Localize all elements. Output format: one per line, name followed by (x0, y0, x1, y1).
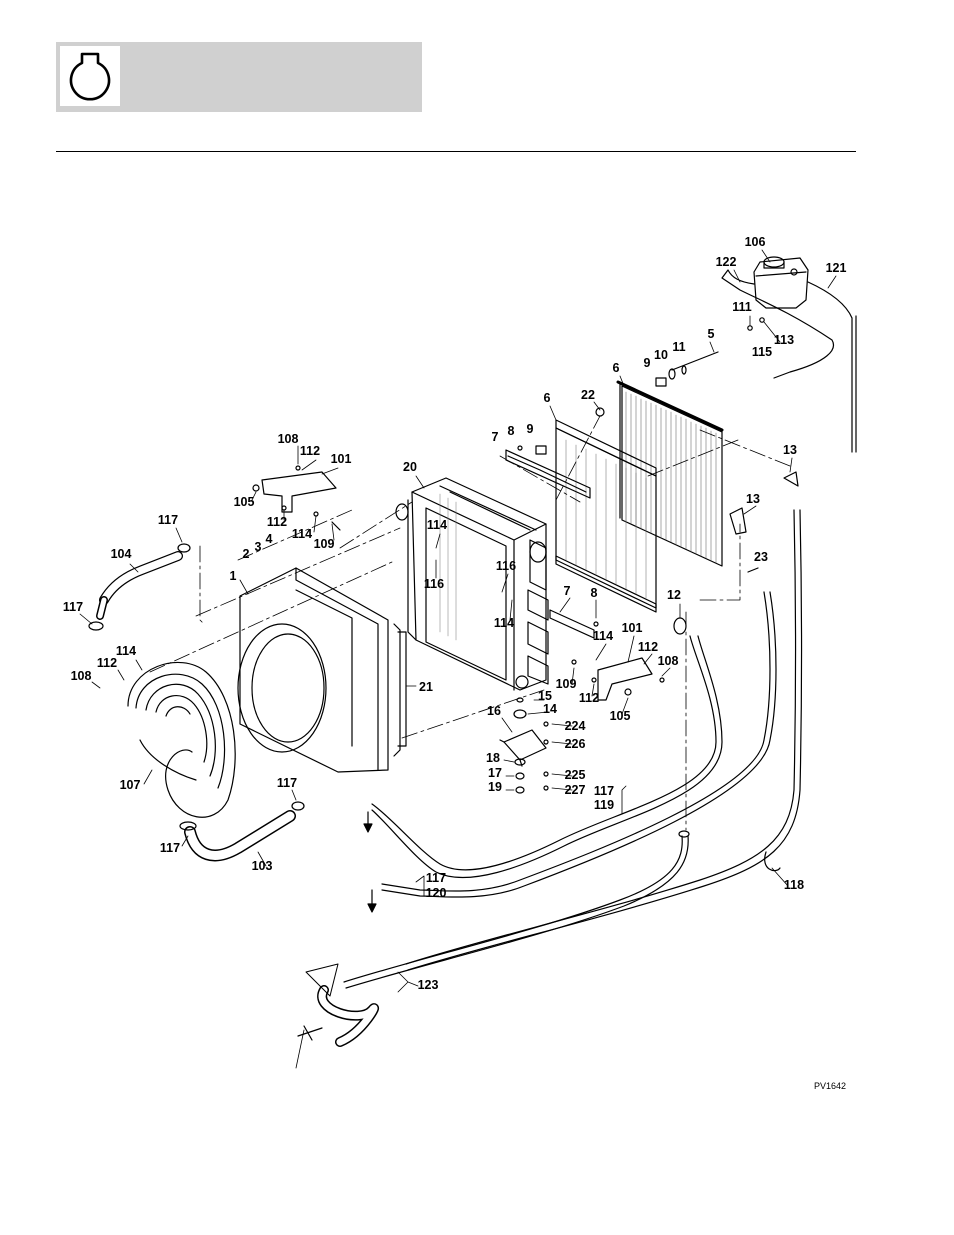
callout-111: 111 (732, 300, 752, 314)
callout-114: 114 (593, 629, 613, 643)
callout-225: 225 (565, 768, 586, 782)
callout-2: 2 (243, 547, 250, 561)
callout-105: 105 (234, 495, 255, 509)
callout-117: 117 (594, 784, 614, 798)
engine-icon (60, 46, 120, 106)
callout-114: 114 (116, 644, 136, 658)
callout-120: 120 (426, 886, 447, 900)
callout-17: 17 (488, 766, 502, 780)
callout-118: 118 (784, 878, 804, 892)
callout-16: 16 (487, 704, 501, 718)
callout-3: 3 (255, 540, 262, 554)
callout-112: 112 (579, 691, 599, 705)
callout-6: 6 (544, 391, 551, 405)
callout-103: 103 (252, 859, 273, 873)
callout-13: 13 (783, 443, 797, 457)
callout-112: 112 (97, 656, 117, 670)
callout-11: 11 (672, 340, 685, 354)
callout-227: 227 (565, 783, 586, 797)
callout-23: 23 (754, 550, 768, 564)
coolant-reservoir (753, 256, 809, 309)
callout-13: 13 (746, 492, 760, 506)
callout-8: 8 (591, 586, 598, 600)
callout-109: 109 (314, 537, 335, 551)
fan-guard (127, 661, 236, 818)
callout-15: 15 (538, 689, 552, 703)
callout-112: 112 (638, 640, 658, 654)
callout-117: 117 (158, 513, 178, 527)
callout-9: 9 (644, 356, 651, 370)
callout-106: 106 (745, 235, 766, 249)
callout-22: 22 (581, 388, 595, 402)
callout-12: 12 (667, 588, 681, 602)
callout-117: 117 (426, 871, 446, 885)
callout-122: 122 (716, 255, 737, 269)
callout-113: 113 (774, 333, 794, 347)
callout-6: 6 (613, 361, 620, 375)
callout-117: 117 (63, 600, 83, 614)
callout-105: 105 (610, 709, 631, 723)
callout-107: 107 (120, 778, 141, 792)
callout-116: 116 (424, 577, 444, 591)
callout-109: 109 (556, 677, 577, 691)
callout-9: 9 (527, 422, 534, 436)
callout-115: 115 (752, 345, 772, 359)
callout-108: 108 (658, 654, 679, 668)
callout-4: 4 (266, 532, 273, 546)
callout-224: 224 (565, 719, 586, 733)
callout-121: 121 (826, 261, 847, 275)
callout-101: 101 (622, 621, 643, 635)
callout-21: 21 (419, 680, 433, 694)
callout-114: 114 (427, 518, 447, 532)
callout-1: 1 (230, 569, 237, 583)
callout-5: 5 (708, 327, 715, 341)
oil-cooler-rear (616, 380, 724, 567)
callout-112: 112 (300, 444, 320, 458)
callout-108: 108 (278, 432, 299, 446)
radiator (395, 477, 549, 691)
callout-7: 7 (564, 584, 571, 598)
callout-19: 19 (488, 780, 502, 794)
callout-18: 18 (486, 751, 500, 765)
callout-226: 226 (565, 737, 586, 751)
fan-shroud (237, 567, 401, 773)
callout-123: 123 (418, 978, 439, 992)
callout-112: 112 (267, 515, 287, 529)
callout-10: 10 (654, 348, 668, 362)
callout-7: 7 (492, 430, 499, 444)
callout-108: 108 (71, 669, 92, 683)
callout-14: 14 (543, 702, 557, 716)
header-rule (56, 151, 856, 152)
figure-id: PV1642 (814, 1081, 846, 1091)
callout-114: 114 (494, 616, 514, 630)
charge-air-cooler (555, 419, 657, 613)
callout-119: 119 (594, 798, 614, 812)
callout-101: 101 (331, 452, 352, 466)
callout-117: 117 (160, 841, 180, 855)
callout-8: 8 (508, 424, 515, 438)
callout-20: 20 (403, 460, 417, 474)
callout-114: 114 (292, 527, 312, 541)
callout-104: 104 (111, 547, 132, 561)
callout-117: 117 (277, 776, 297, 790)
header-box (56, 42, 422, 112)
callout-116: 116 (496, 559, 516, 573)
